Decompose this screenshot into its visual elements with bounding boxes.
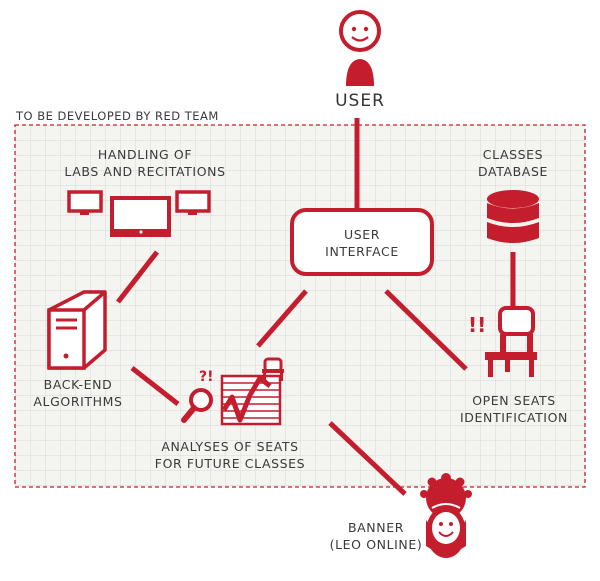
question-exclamation-mark: ?! — [199, 369, 214, 385]
analyses-label: ANALYSES OF SEATS FOR FUTURE CLASSES — [154, 439, 306, 471]
mascot-icon — [420, 473, 472, 558]
connectors — [116, 118, 516, 496]
banner-label: BANNER (LEO ONLINE) — [329, 520, 423, 552]
connector-ui-openseats — [384, 289, 468, 371]
open-seats-label: OPEN SEATS IDENTIFICATION — [460, 393, 568, 425]
region-label: TO BE DEVELOPED BY RED TEAM — [16, 109, 219, 123]
database-icon — [487, 190, 539, 243]
connector-backend-analyses — [130, 366, 180, 406]
svg-text:!!: !! — [468, 313, 486, 337]
connector-labs-backend — [116, 250, 159, 304]
connector-analyses-banner — [328, 421, 407, 496]
classes-database-label: CLASSES DATABASE — [478, 147, 548, 179]
svg-text:?!: ?! — [199, 369, 214, 385]
user-interface-label: USER INTERFACE — [325, 227, 399, 259]
user-label: USER — [335, 91, 385, 111]
red-team-region — [14, 124, 586, 488]
chair-icon — [485, 306, 537, 377]
user-interface-node — [290, 208, 434, 276]
monitors-icon — [67, 190, 211, 237]
server-tower-icon — [47, 290, 107, 370]
person-icon — [339, 10, 381, 86]
labs-label: HANDLING OF LABS AND RECITATIONS — [64, 147, 226, 179]
backend-label: BACK-END ALGORITHMS — [33, 377, 123, 409]
connector-ui-analyses — [256, 289, 308, 348]
magnifier-chart-icon — [181, 357, 284, 426]
exclamation-mark: !! — [468, 313, 486, 337]
